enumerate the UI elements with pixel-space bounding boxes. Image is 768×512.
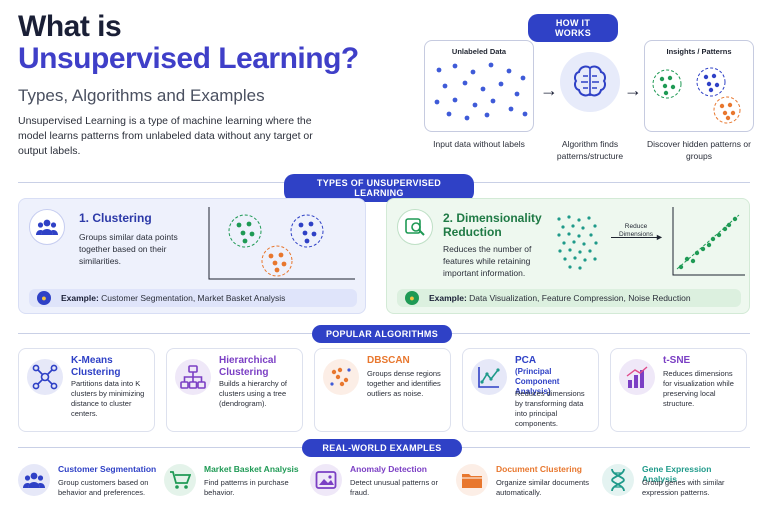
algorithm-desc: Reduces dimensions for visualization whi… xyxy=(663,369,734,408)
algorithm-title: t-SNE xyxy=(663,355,691,366)
algorithm-title: PCA xyxy=(515,355,537,366)
step2-caption: Algorithm finds patterns/structure xyxy=(556,139,624,161)
dimred-title: 2. Dimensionality Reduction xyxy=(443,211,542,239)
dimred-example: ● Example: Data Visualization, Feature C… xyxy=(397,289,741,307)
insights-label: Insights / Patterns xyxy=(666,47,732,56)
bar-chart-icon xyxy=(619,359,655,395)
unlabeled-scatter xyxy=(434,62,528,121)
clustering-desc: Groups similar data points together base… xyxy=(79,232,178,266)
example-text: Customer Segmentation, Market Basket Ana… xyxy=(101,293,286,303)
example-desc: Organize similar documents automatically… xyxy=(496,478,589,497)
unlabeled-data-label: Unlabeled Data xyxy=(451,47,507,56)
example-desc: Detect unusual patterns or fraud. xyxy=(350,478,438,497)
example-label: Example: xyxy=(61,293,99,303)
intro-text: Unsupervised Learning is a type of machi… xyxy=(18,115,313,157)
brain-icon xyxy=(560,52,620,112)
title-line-2: Unsupervised Learning? xyxy=(18,42,359,75)
clustering-example: ● Example: Customer Segmentation, Market… xyxy=(29,289,357,307)
algorithms-label: POPULAR ALGORITHMS xyxy=(312,325,452,343)
clustering-plot xyxy=(208,207,355,280)
how-it-works-label: HOW IT WORKS xyxy=(528,14,618,42)
clustering-title: 1. Clustering xyxy=(79,211,152,225)
hierarchy-icon xyxy=(175,359,211,395)
magnifier-chart-icon xyxy=(397,209,433,245)
example-title: Market Basket Analysis xyxy=(204,464,299,474)
algorithm-desc: Builds a hierarchy of clusters using a t… xyxy=(219,379,287,408)
cart-icon xyxy=(164,464,196,496)
folder-icon xyxy=(456,464,488,496)
dimred-card: 2. Dimensionality Reduction Reduces the … xyxy=(386,198,750,314)
algorithm-card: t-SNE Reduces dimensions for visualizatio… xyxy=(610,348,747,432)
image-icon xyxy=(310,464,342,496)
example-label: Example: xyxy=(429,293,467,303)
users-icon xyxy=(29,209,65,245)
algorithm-desc: Partitions data into K clusters by minim… xyxy=(71,379,145,418)
reduced-plot xyxy=(672,207,745,276)
arrowhead-icon: ► xyxy=(655,232,664,242)
example-text: Data Visualization, Feature Compression,… xyxy=(469,293,691,303)
algorithm-title: Hierarchical Clustering xyxy=(219,355,277,378)
lightbulb-icon: ● xyxy=(37,291,51,305)
step3-caption: Discover hidden patterns or groups xyxy=(647,139,751,161)
step1-caption: Input data without labels xyxy=(433,139,525,149)
example-title: Customer Segmentation xyxy=(58,464,157,474)
algorithm-subtitle: (Principal Component Analysis) xyxy=(515,367,560,396)
users-icon xyxy=(18,464,50,496)
lightbulb-icon: ● xyxy=(405,291,419,305)
unlabeled-data-box: Unlabeled Data xyxy=(424,40,534,132)
high-dim-points xyxy=(557,215,598,270)
example-desc: Find patterns in purchase behavior. xyxy=(204,478,289,497)
arrow-icon: → xyxy=(540,80,558,100)
dna-icon xyxy=(602,464,634,496)
algorithm-title: DBSCAN xyxy=(367,355,410,366)
example-title: Document Clustering xyxy=(496,464,582,474)
example-title: Anomaly Detection xyxy=(350,464,427,474)
cluster-groups xyxy=(652,67,741,124)
insights-box: Insights / Patterns xyxy=(644,40,754,132)
arrow-icon: → xyxy=(624,80,642,100)
algorithm-desc: Reduces dimensions by transforming data … xyxy=(515,389,585,428)
dots-icon xyxy=(323,359,359,395)
example-title: Gene Expression Analysis xyxy=(642,464,712,484)
title-line-1: What is xyxy=(18,10,122,43)
reduce-arrow-icon xyxy=(611,237,661,238)
algorithm-card: PCA(Principal Component Analysis)Reduces… xyxy=(462,348,599,432)
algorithm-desc: Groups dense regions together and identi… xyxy=(367,369,441,398)
example-desc: Group genes with similar expression patt… xyxy=(642,478,725,497)
line-chart-icon xyxy=(471,359,507,395)
examples-label: REAL-WORLD EXAMPLES xyxy=(302,439,462,457)
types-label: TYPES OF UNSUPERVISED LEARNING xyxy=(284,174,474,202)
dimred-desc: Reduces the number of features while ret… xyxy=(443,244,532,278)
algorithm-card: DBSCAN Groups dense regions together and … xyxy=(314,348,451,432)
network-icon xyxy=(27,359,63,395)
example-desc: Group customers based on behavior and pr… xyxy=(58,478,149,497)
subtitle: Types, Algorithms and Examples xyxy=(18,86,265,105)
clustering-card: 1. Clustering Groups similar data points… xyxy=(18,198,366,314)
reduce-label: Reduce Dimensions xyxy=(619,223,653,238)
algorithm-title: K-Means Clustering xyxy=(71,355,121,378)
